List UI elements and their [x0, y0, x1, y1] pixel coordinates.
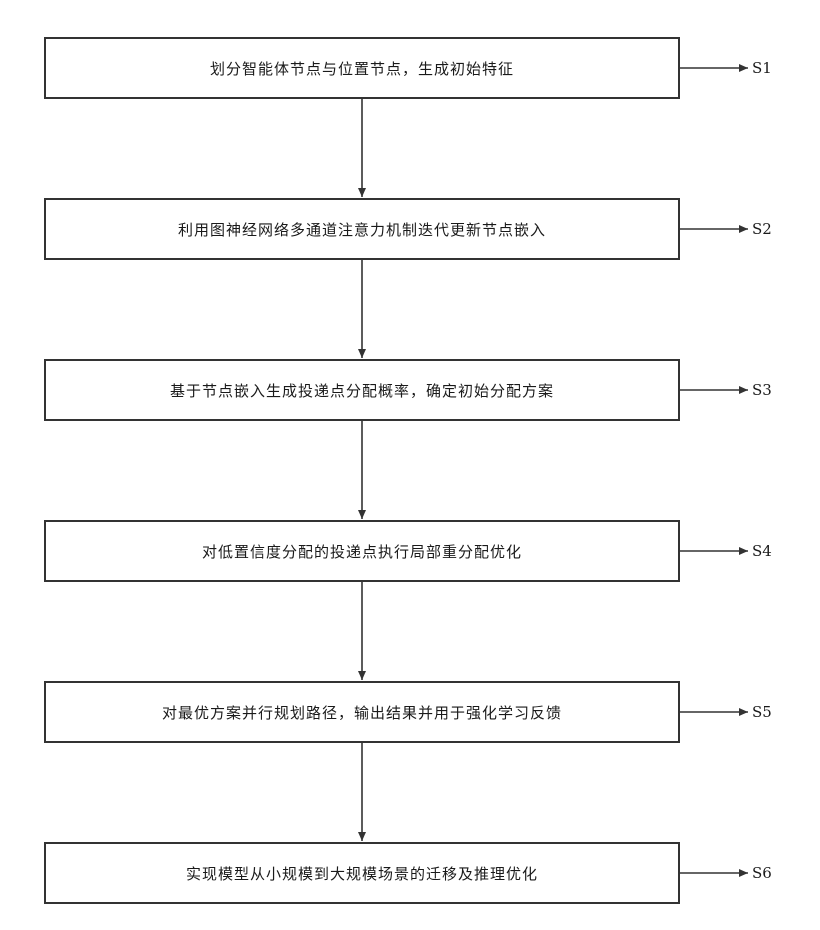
step-box-s2: 利用图神经网络多通道注意力机制迭代更新节点嵌入: [44, 198, 680, 260]
step-label-s3: S3: [752, 382, 772, 398]
step-text-s6: 实现模型从小规模到大规模场景的迁移及推理优化: [186, 863, 538, 884]
step-text-s2: 利用图神经网络多通道注意力机制迭代更新节点嵌入: [178, 219, 546, 240]
step-box-s3: 基于节点嵌入生成投递点分配概率，确定初始分配方案: [44, 359, 680, 421]
step-text-s4: 对低置信度分配的投递点执行局部重分配优化: [202, 541, 522, 562]
step-label-s4: S4: [752, 543, 772, 559]
step-label-s5: S5: [752, 704, 772, 720]
step-box-s1: 划分智能体节点与位置节点，生成初始特征: [44, 37, 680, 99]
step-label-s1: S1: [752, 60, 772, 76]
step-text-s3: 基于节点嵌入生成投递点分配概率，确定初始分配方案: [170, 380, 554, 401]
step-box-s5: 对最优方案并行规划路径，输出结果并用于强化学习反馈: [44, 681, 680, 743]
step-label-s2: S2: [752, 221, 772, 237]
step-text-s1: 划分智能体节点与位置节点，生成初始特征: [210, 58, 514, 79]
step-text-s5: 对最优方案并行规划路径，输出结果并用于强化学习反馈: [162, 702, 562, 723]
step-box-s6: 实现模型从小规模到大规模场景的迁移及推理优化: [44, 842, 680, 904]
step-box-s4: 对低置信度分配的投递点执行局部重分配优化: [44, 520, 680, 582]
step-label-s6: S6: [752, 865, 772, 881]
